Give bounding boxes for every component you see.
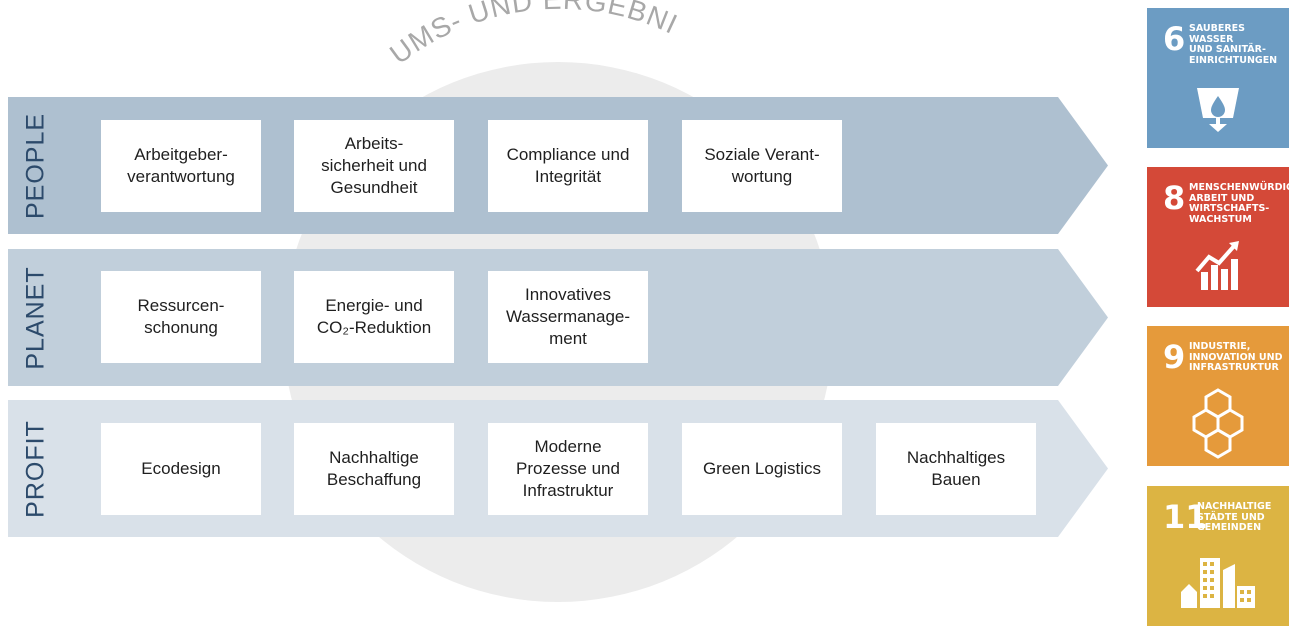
card-arbeitssicherheit: Arbeits- sicherheit und Gesundheit	[294, 120, 454, 212]
growth-chart-icon	[1195, 241, 1239, 290]
svg-text:UMS- UND ERGEBNI: UMS- UND ERGEBNI	[384, 0, 683, 70]
sdg-number: 6	[1163, 20, 1186, 58]
arc-label: UMS- UND ERGEBNI	[384, 0, 682, 70]
city-buildings-icon	[1181, 558, 1255, 608]
card-moderne-prozesse: Moderne Prozesse und Infrastruktur	[488, 423, 648, 515]
sdg-title: INDUSTRIE, INNOVATION UND INFRASTRUKTUR	[1189, 341, 1283, 373]
band-label-planet: PLANET	[21, 265, 50, 370]
card-nachhaltige-beschaffung: Nachhaltige Beschaffung	[294, 423, 454, 515]
water-drop-icon	[1197, 88, 1239, 132]
card-green-logistics: Green Logistics	[682, 423, 842, 515]
card-nachhaltiges-bauen: Nachhaltiges Bauen	[876, 423, 1036, 515]
sdg-number: 9	[1163, 338, 1186, 376]
card-wassermanagement: Innovatives Wassermanage- ment	[488, 271, 648, 363]
sdg-title: NACHHALTIGE STÄDTE UND GEMEINDEN	[1197, 501, 1272, 533]
sdg-number: 11	[1163, 498, 1208, 536]
sdg-tile-8: 8 MENSCHENWÜRDIGE ARBEIT UND WIRTSCHAFTS…	[1147, 167, 1290, 307]
sdg-tile-6: 6 SAUBERES WASSER UND SANITÄR- EINRICHTU…	[1147, 8, 1289, 148]
card-ecodesign: Ecodesign	[101, 423, 261, 515]
sdg-tile-11: 11 NACHHALTIGE STÄDTE UND GEMEINDEN	[1147, 486, 1289, 626]
band-label-people: PEOPLE	[21, 112, 50, 219]
cubes-icon	[1192, 388, 1244, 459]
band-label-profit: PROFIT	[21, 419, 50, 518]
sdg-number: 8	[1163, 179, 1186, 217]
sdg-title: SAUBERES WASSER UND SANITÄR- EINRICHTUNG…	[1189, 23, 1278, 66]
sdg-title: MENSCHENWÜRDIGE ARBEIT UND WIRTSCHAFTS- …	[1189, 182, 1290, 225]
card-soziale-verantwortung: Soziale Verant- wortung	[682, 120, 842, 212]
card-energie-co2: Energie- und CO₂-Reduktion	[294, 271, 454, 363]
sdg-tile-9: 9 INDUSTRIE, INNOVATION UND INFRASTRUKTU…	[1147, 326, 1289, 466]
card-compliance: Compliance und Integrität	[488, 120, 648, 212]
card-ressourcenschonung: Ressurcen- schonung	[101, 271, 261, 363]
card-arbeitgeberverantwortung: Arbeitgeber- verantwortung	[101, 120, 261, 212]
